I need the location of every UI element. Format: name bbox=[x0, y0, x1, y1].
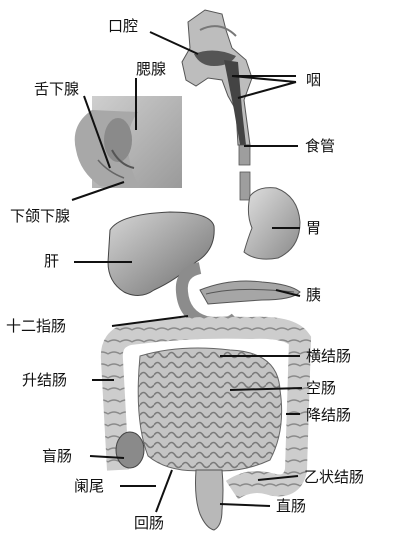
small-intestine-shape bbox=[138, 348, 281, 471]
liver-shape bbox=[108, 212, 214, 296]
label-duodenum: 十二指肠 bbox=[6, 317, 66, 335]
esophagus-shape bbox=[239, 145, 250, 200]
label-rectum: 直肠 bbox=[276, 497, 306, 515]
label-parotid-gland: 腮腺 bbox=[136, 60, 166, 78]
rectum-shape bbox=[196, 470, 224, 530]
label-pharynx: 咽 bbox=[306, 71, 321, 89]
label-transverse-colon: 横结肠 bbox=[306, 347, 351, 365]
cecum-shape bbox=[116, 432, 144, 468]
label-descending-colon: 降结肠 bbox=[306, 406, 351, 424]
line-rectum bbox=[220, 504, 270, 506]
label-stomach: 胃 bbox=[306, 219, 321, 237]
label-esophagus: 食管 bbox=[305, 137, 335, 155]
face-panel bbox=[75, 96, 182, 188]
label-ascending-colon: 升结肠 bbox=[22, 371, 67, 389]
label-cecum: 盲肠 bbox=[42, 447, 72, 465]
label-ileum: 回肠 bbox=[134, 514, 164, 532]
label-sublingual-gland: 舌下腺 bbox=[34, 80, 79, 98]
line-ileum bbox=[156, 470, 172, 512]
label-oral-cavity: 口腔 bbox=[108, 17, 138, 35]
label-jejunum: 空肠 bbox=[306, 379, 336, 397]
label-pancreas: 胰 bbox=[306, 286, 321, 304]
label-submandibular-gland: 下颌下腺 bbox=[10, 207, 70, 225]
label-appendix: 阑尾 bbox=[74, 477, 104, 495]
label-liver: 肝 bbox=[44, 252, 59, 270]
stomach-shape bbox=[244, 188, 300, 259]
label-sigmoid-colon: 乙状结肠 bbox=[304, 468, 364, 486]
